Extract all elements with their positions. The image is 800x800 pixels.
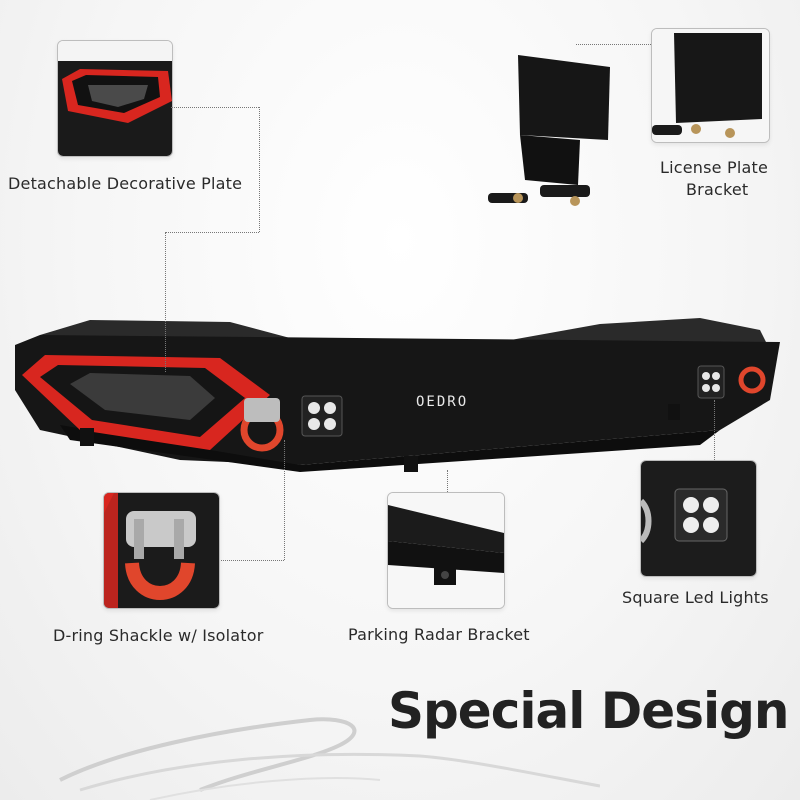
leader-line xyxy=(165,232,259,233)
leader-line xyxy=(165,232,166,372)
callout-license-plate-image xyxy=(651,28,770,143)
license-plate-bracket-image xyxy=(488,55,610,206)
d-ring-detail xyxy=(104,493,219,608)
label-square-led-lights: Square Led Lights xyxy=(622,588,769,607)
leader-line xyxy=(259,107,260,232)
leader-line xyxy=(284,440,285,560)
leader-line xyxy=(171,107,259,108)
page-title: Special Design xyxy=(388,682,789,740)
callout-radar-bracket-image xyxy=(387,492,505,609)
bumper-image xyxy=(15,318,780,472)
label-license-plate-line1: License Plate xyxy=(660,158,769,177)
license-bracket-detail xyxy=(652,29,769,142)
leader-line xyxy=(714,400,715,460)
decorative-plate-detail xyxy=(58,41,172,156)
leader-line xyxy=(447,470,448,492)
car-silhouette-decoration xyxy=(59,717,600,800)
label-decorative-plate: Detachable Decorative Plate xyxy=(8,174,243,193)
radar-bracket-detail xyxy=(388,493,504,608)
brand-logo: OEDRO xyxy=(416,394,469,410)
led-light-detail xyxy=(641,461,756,576)
leader-line xyxy=(218,560,284,561)
callout-led-lights-image xyxy=(640,460,757,577)
label-license-plate-line2: Bracket xyxy=(686,180,749,199)
leader-line xyxy=(576,44,651,45)
callout-d-ring-image xyxy=(103,492,220,609)
label-d-ring-shackle: D-ring Shackle w/ Isolator xyxy=(53,626,264,645)
label-parking-radar-bracket: Parking Radar Bracket xyxy=(348,625,530,644)
callout-decorative-plate-image xyxy=(57,40,173,157)
